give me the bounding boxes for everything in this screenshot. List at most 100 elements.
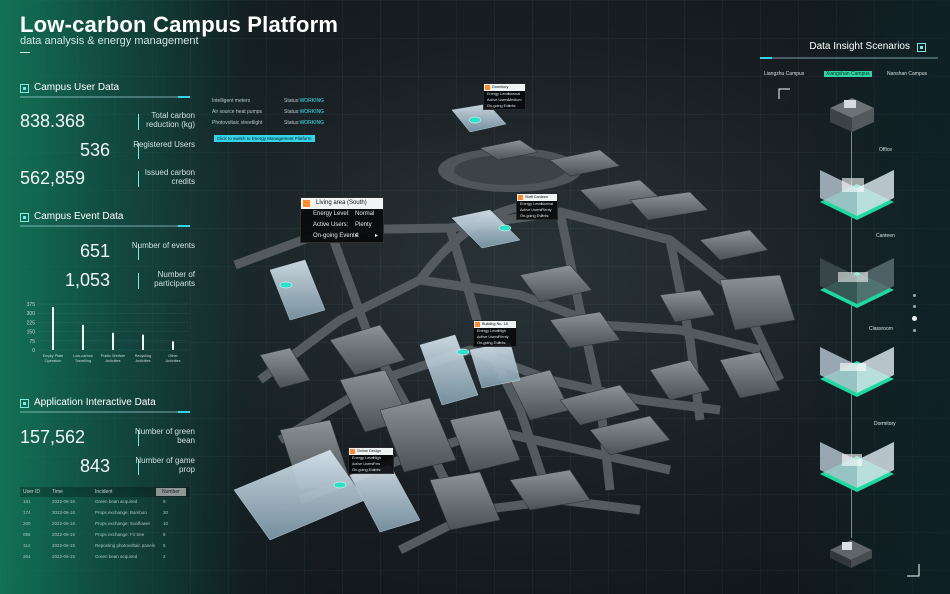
popup-title: Staff Canteen: [517, 194, 557, 201]
small-room-icon[interactable]: [826, 530, 876, 570]
column-header-user-id[interactable]: User ID: [23, 489, 40, 495]
stat-value: 1,053: [64, 270, 110, 290]
device-name: Air source heat pumps: [212, 109, 263, 115]
campus-tabs: Liangzhu Campus Xiangshan Campus Nanshan…: [760, 71, 940, 81]
popup-key: On-going Events:: [477, 341, 507, 345]
x-tick-label: Empty Plate: [43, 354, 63, 358]
chart-bar: [82, 324, 84, 350]
chevron-right-icon[interactable]: ▸: [375, 233, 379, 239]
page-title: Low-carbon Campus Platform: [20, 12, 339, 37]
device-row-heat-pumps: Air source heat pumps Status:WORKING: [212, 109, 352, 120]
y-tick-label: 375: [27, 302, 36, 308]
section-marker-icon: [20, 84, 29, 93]
x-tick-label: Low-carbon: [73, 354, 93, 358]
y-tick-label: 150: [27, 330, 36, 336]
cell-user-id: 174: [23, 510, 31, 515]
chart-bar: [172, 341, 174, 350]
popup-value: Few: [373, 462, 381, 466]
device-name: Intelligent meters: [212, 98, 251, 104]
pagination-dot[interactable]: [913, 294, 916, 297]
x-tick-label: Other: [168, 354, 178, 358]
section-title: Campus Event Data: [34, 211, 124, 222]
tab-xiangshan-campus[interactable]: Xiangshan Campus: [824, 71, 872, 77]
stat-number-of-participants: 1,053 Number of participants: [20, 270, 195, 296]
device-status-list: Intelligent meters Status:WORKING Air so…: [212, 98, 352, 131]
campus-event-heading: Campus Event Data: [20, 209, 190, 227]
scenario-pagination: [912, 294, 917, 340]
status-value: WORKING: [299, 109, 325, 115]
stat-divider: [138, 459, 139, 475]
corner-bracket-icon: [907, 564, 920, 577]
popup-online-design[interactable]: Online Design Research Energy Level:High…: [348, 447, 394, 474]
column-header-incident[interactable]: Incident: [95, 489, 113, 495]
popup-dormitory-academy[interactable]: Dormitory (Academy A) Energy Level:Norma…: [483, 83, 526, 110]
cell-number: 2: [163, 554, 166, 559]
popup-row: Active Users:Medium: [484, 97, 525, 103]
section-underline: [20, 96, 190, 98]
popup-value: 2: [541, 214, 544, 218]
popup-key: On-going Events:: [352, 468, 382, 472]
popup-value: High: [373, 456, 381, 460]
popup-row: Energy Level:High: [474, 328, 516, 334]
tab-nanshan-campus[interactable]: Nanshan Campus: [887, 71, 928, 77]
popup-row: Active Users:Plenty: [517, 207, 557, 213]
section-underline: [20, 411, 190, 413]
dormitory-room-scene[interactable]: [812, 422, 902, 500]
tab-liangzhu-campus[interactable]: Liangzhu Campus: [764, 71, 805, 77]
campus-user-heading: Campus User Data: [20, 80, 190, 98]
subtitle-dash: [20, 52, 30, 53]
office-room-scene[interactable]: [812, 150, 902, 228]
y-tick-label: 300: [27, 311, 36, 317]
cell-number: 9: [163, 499, 166, 504]
pagination-dot[interactable]: [913, 305, 916, 308]
status-label: Status:: [284, 120, 300, 126]
column-header-time[interactable]: Time: [52, 489, 63, 495]
campus-3d-map[interactable]: [220, 80, 800, 590]
column-header-number[interactable]: Number: [156, 488, 186, 496]
page-subtitle: data analysis & energy management: [20, 35, 199, 47]
popup-row: Active Users:Few: [349, 461, 393, 467]
stat-value: 562,859: [20, 168, 86, 188]
cell-incident: Props exchange: Sunflower: [95, 521, 151, 526]
popup-building-18[interactable]: Building No. 18 Energy Level:High Active…: [473, 320, 517, 347]
classroom-room-scene[interactable]: [812, 327, 902, 405]
pagination-dot-active[interactable]: [912, 316, 917, 321]
stat-value: 536: [79, 140, 110, 160]
popup-row: On-going Events:4▸: [301, 231, 383, 242]
popup-row: On-going Events:2: [517, 213, 557, 219]
popup-staff-canteen[interactable]: Staff Canteen Energy Level:Normal Active…: [516, 193, 558, 220]
popup-living-area-south[interactable]: Living area (South) Energy Level:Normal …: [300, 197, 384, 243]
popup-row: Active Users:Plenty: [474, 334, 516, 340]
switch-platform-button[interactable]: Click to switch to Energy Management Pla…: [214, 135, 315, 142]
glass-buildings: [233, 103, 521, 541]
y-tick-label: 75: [29, 339, 35, 345]
popup-value: Plenty: [541, 208, 552, 212]
popup-key: Energy Level:: [487, 92, 511, 96]
cell-user-id: 264: [23, 554, 31, 559]
cell-user-id: 114: [23, 543, 31, 548]
stat-value: 843: [79, 456, 110, 476]
section-title: Data Insight Scenarios: [809, 41, 910, 52]
canteen-room-scene[interactable]: [812, 238, 902, 316]
pagination-dot[interactable]: [913, 329, 916, 332]
cell-number: 20: [163, 510, 169, 515]
building-overview-icon[interactable]: [822, 90, 882, 134]
section-marker-icon: [20, 399, 29, 408]
popup-value: High: [498, 329, 506, 333]
cell-incident: Reposting photovoltaic panels: [95, 543, 156, 548]
popup-title: Living area (South): [301, 198, 383, 209]
section-underline: [20, 225, 190, 227]
stat-divider: [138, 114, 139, 130]
device-status: Status:WORKING: [284, 120, 324, 126]
device-row-meters: Intelligent meters Status:WORKING: [212, 98, 352, 109]
popup-key: Active Users:: [352, 462, 375, 466]
popup-title: Dormitory (Academy A): [484, 84, 525, 96]
stat-value: 838.368: [20, 111, 86, 131]
